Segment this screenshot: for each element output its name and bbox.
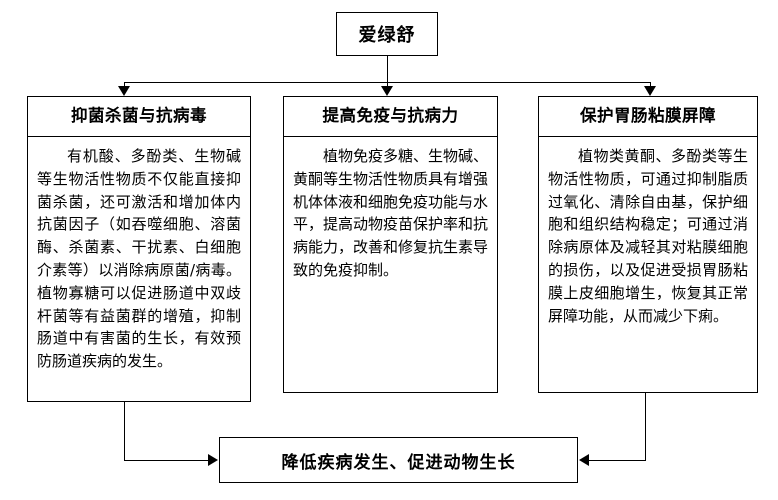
branch-header-gastrointestinal-mucosal-barrier: 保护胃肠粘膜屏障 <box>539 97 757 137</box>
connector-branch3-down <box>645 393 646 460</box>
outcome-node: 降低疾病发生、促进动物生长 <box>219 437 578 483</box>
branch-header-antibacterial-antiviral: 抑菌杀菌与抗病毒 <box>28 97 250 137</box>
arrowhead-to-branch-3 <box>644 86 656 96</box>
connector-root-stem <box>387 56 388 82</box>
branch-body-immunity-disease-resistance: 植物免疫多糖、生物碱、黄酮等生物活性物质具有增强机体体液和细胞免疫功能与水平，提… <box>293 147 489 279</box>
arrowhead-to-outcome-right <box>579 454 589 466</box>
connector-leg-right <box>650 82 651 88</box>
branch-body-gastrointestinal-mucosal-barrier: 植物类黄酮、多酚类等生物活性物质，可通过抑制脂质过氧化、清除自由基，保护细胞和组… <box>548 147 748 325</box>
arrowhead-to-branch-2 <box>381 86 393 96</box>
branch-header-immunity-disease-resistance: 提高免疫与抗病力 <box>284 97 497 137</box>
connector-branch1-down <box>124 401 125 460</box>
arrowhead-to-outcome-left <box>208 454 218 466</box>
connector-branch3-across <box>588 460 646 461</box>
arrowhead-to-branch-1 <box>118 86 130 96</box>
connector-leg-middle <box>387 82 388 88</box>
branch-card-immunity-disease-resistance: 提高免疫与抗病力 植物免疫多糖、生物碱、黄酮等生物活性物质具有增强机体体液和细胞… <box>283 96 498 393</box>
connector-branch1-across <box>124 460 209 461</box>
branch-body-antibacterial-antiviral: 有机酸、多酚类、生物碱等生物活性物质不仅能直接抑菌杀菌，还可激活和增加体内抗菌因… <box>37 147 241 371</box>
connector-leg-left <box>124 82 125 88</box>
branch-card-antibacterial-antiviral: 抑菌杀菌与抗病毒 有机酸、多酚类、生物碱等生物活性物质不仅能直接抑菌杀菌，还可激… <box>27 96 251 402</box>
branch-card-gastrointestinal-mucosal-barrier: 保护胃肠粘膜屏障 植物类黄酮、多酚类等生物活性物质，可通过抑制脂质过氧化、清除自… <box>538 96 758 393</box>
root-node: 爱绿舒 <box>336 12 438 56</box>
